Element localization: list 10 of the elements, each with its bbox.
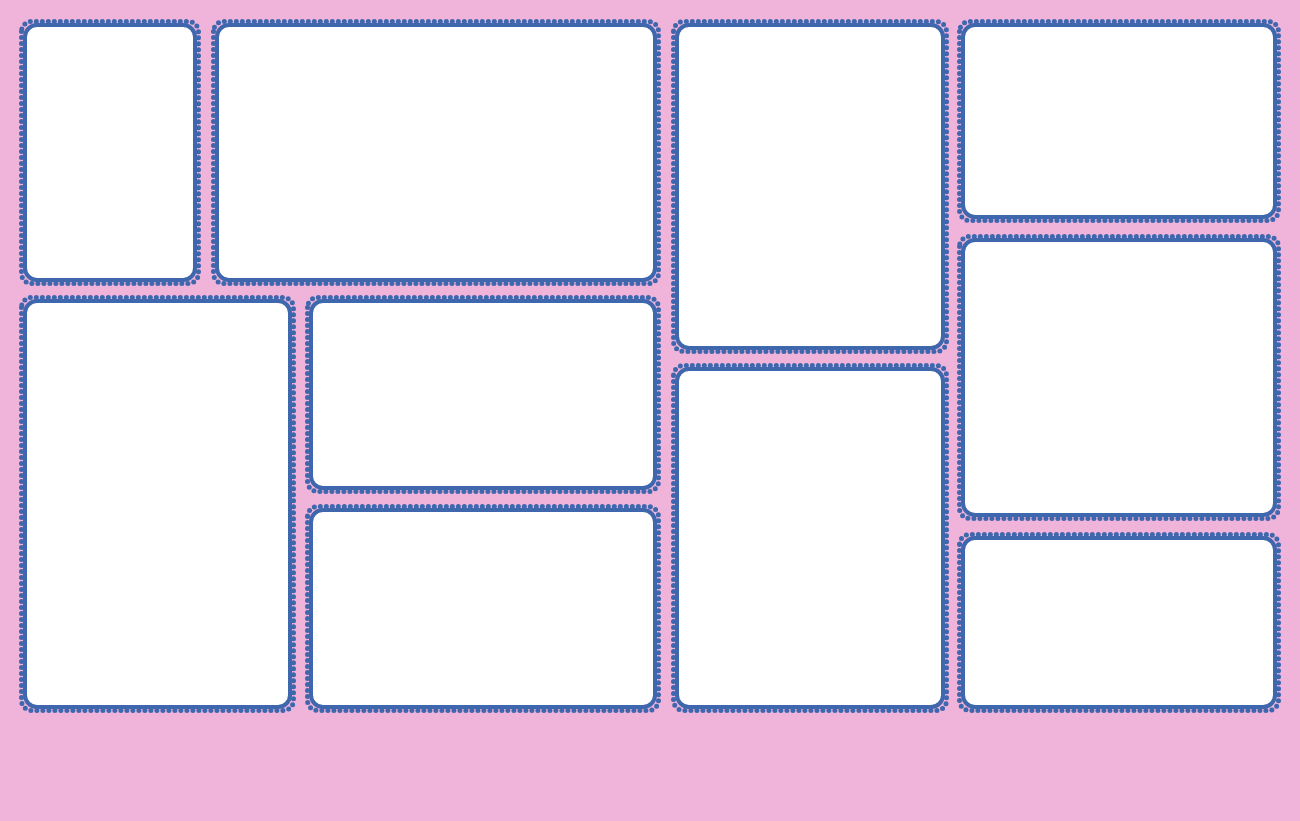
frame-box — [671, 19, 949, 354]
frame-box — [957, 532, 1281, 713]
frame-box — [305, 504, 661, 713]
frame-box — [957, 19, 1281, 223]
frame-box — [19, 295, 296, 713]
frame-box — [305, 295, 661, 494]
frame-box — [957, 234, 1281, 521]
frame-box — [19, 19, 201, 286]
frame-box — [671, 363, 949, 713]
frame-box — [211, 19, 661, 286]
